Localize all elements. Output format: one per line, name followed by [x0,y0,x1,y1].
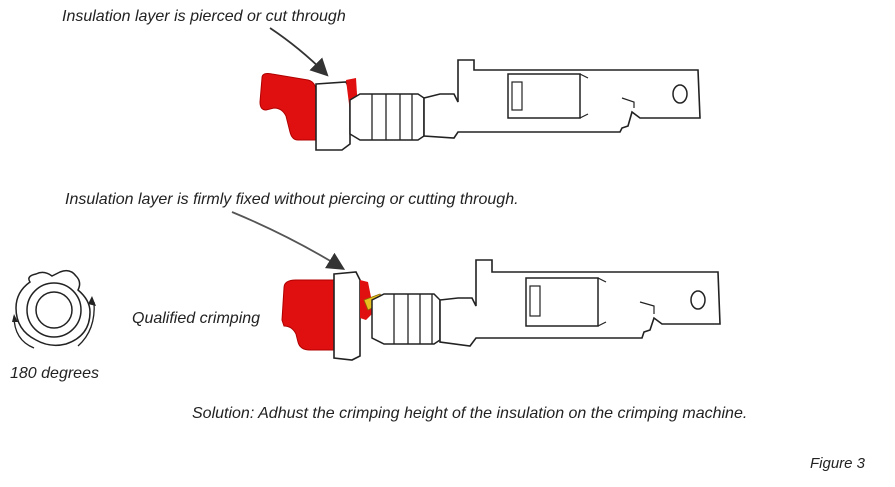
solution-text: Solution: Adhust the crimping height of … [192,405,748,422]
terminal-hole-bottom [690,290,706,310]
terminal-body-bottom [439,259,721,347]
terminal-defective [259,59,701,151]
annotation-fixed: Insulation layer is firmly fixed without… [65,191,519,208]
conductor-section-top [349,93,425,141]
insulation-barrel-bottom [333,271,361,361]
figure-caption: Figure 3 [810,455,866,472]
cross-section-outer [26,282,82,338]
wire-insulation-bottom [281,279,335,351]
label-180-degrees: 180 degrees [10,365,99,382]
arrow-top [269,27,329,77]
cross-section [12,269,96,349]
terminal-qualified [281,259,721,361]
arrow-mid [231,211,346,270]
annotation-pierced: Insulation layer is pierced or cut throu… [62,8,346,25]
conductor-section-bottom [371,293,441,345]
rotation-arrow-right [77,301,95,347]
terminal-body-top [423,59,701,139]
cross-section-inner [35,291,73,329]
terminal-hole-top [672,84,688,104]
label-qualified-crimping: Qualified crimping [132,310,261,327]
wire-insulation-top [259,73,317,141]
insulation-barrel-top [315,81,351,151]
